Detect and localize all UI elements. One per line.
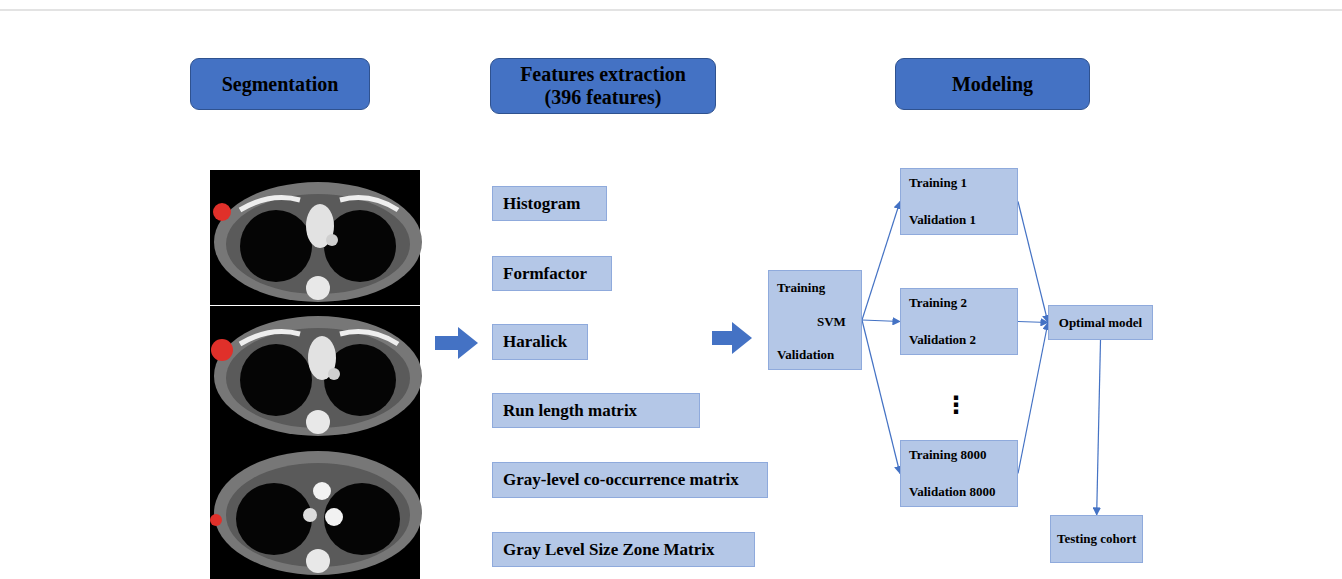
ct-image (210, 306, 422, 441)
block-arrow (712, 322, 752, 354)
node-text: Validation 1 (909, 212, 1009, 228)
node-text: Haralick (503, 332, 567, 352)
connector (862, 320, 900, 474)
feature-box: Run length matrix (492, 393, 700, 428)
split-box: Training 1 Validation 1 (900, 168, 1018, 235)
split-box: Training 8000Validation 8000 (900, 440, 1018, 507)
node-text: Formfactor (503, 264, 587, 284)
node-text: Training 8000 (909, 447, 1009, 463)
node-text: Histogram (503, 194, 580, 214)
node-text: Optimal model (1059, 315, 1142, 331)
feature-box: Histogram (492, 186, 607, 221)
ct-image (210, 441, 422, 579)
node-text: Modeling (952, 73, 1033, 96)
connector (862, 202, 900, 321)
node-text: Training 2 (909, 295, 1009, 311)
split-box: Training 2 Validation 2 (900, 288, 1018, 355)
connector (1018, 202, 1048, 323)
node-text: Validation 8000 (909, 484, 1009, 500)
frame-line (0, 9, 1342, 10)
node-text: Features extraction (396 features) (501, 63, 705, 109)
node-text: Gray Level Size Zone Matrix (503, 540, 715, 560)
node-text: Validation (777, 347, 853, 363)
header-box: Segmentation (190, 58, 370, 110)
feature-box: Haralick (492, 324, 588, 360)
node-text: Segmentation (222, 73, 339, 96)
node-text: Training 1 (909, 175, 1009, 191)
node-text: Training (777, 280, 853, 296)
node-text: Validation 2 (909, 332, 1009, 348)
node-text: Run length matrix (503, 401, 637, 421)
svm-box: TrainingSVM Validation (768, 270, 862, 370)
connector (862, 320, 900, 322)
block-arrow (435, 327, 478, 359)
cohort-box: Testing cohort (1050, 515, 1143, 563)
feature-box: Formfactor (492, 256, 612, 291)
connector (1097, 340, 1101, 515)
feature-box: Gray-level co-occurrence matrix (492, 462, 768, 498)
connector (1018, 323, 1048, 474)
connector (1018, 322, 1048, 323)
header-box: Features extraction (396 features) (490, 58, 716, 114)
ellipsis-mark: ⋮ (944, 393, 968, 417)
header-box: Modeling (895, 58, 1090, 110)
ct-image (210, 170, 422, 305)
model-box: Optimal model (1048, 305, 1153, 340)
node-text: Gray-level co-occurrence matrix (503, 470, 739, 490)
feature-box: Gray Level Size Zone Matrix (492, 532, 755, 567)
node-text: Testing cohort (1057, 531, 1136, 547)
node-text: SVM (777, 314, 853, 330)
